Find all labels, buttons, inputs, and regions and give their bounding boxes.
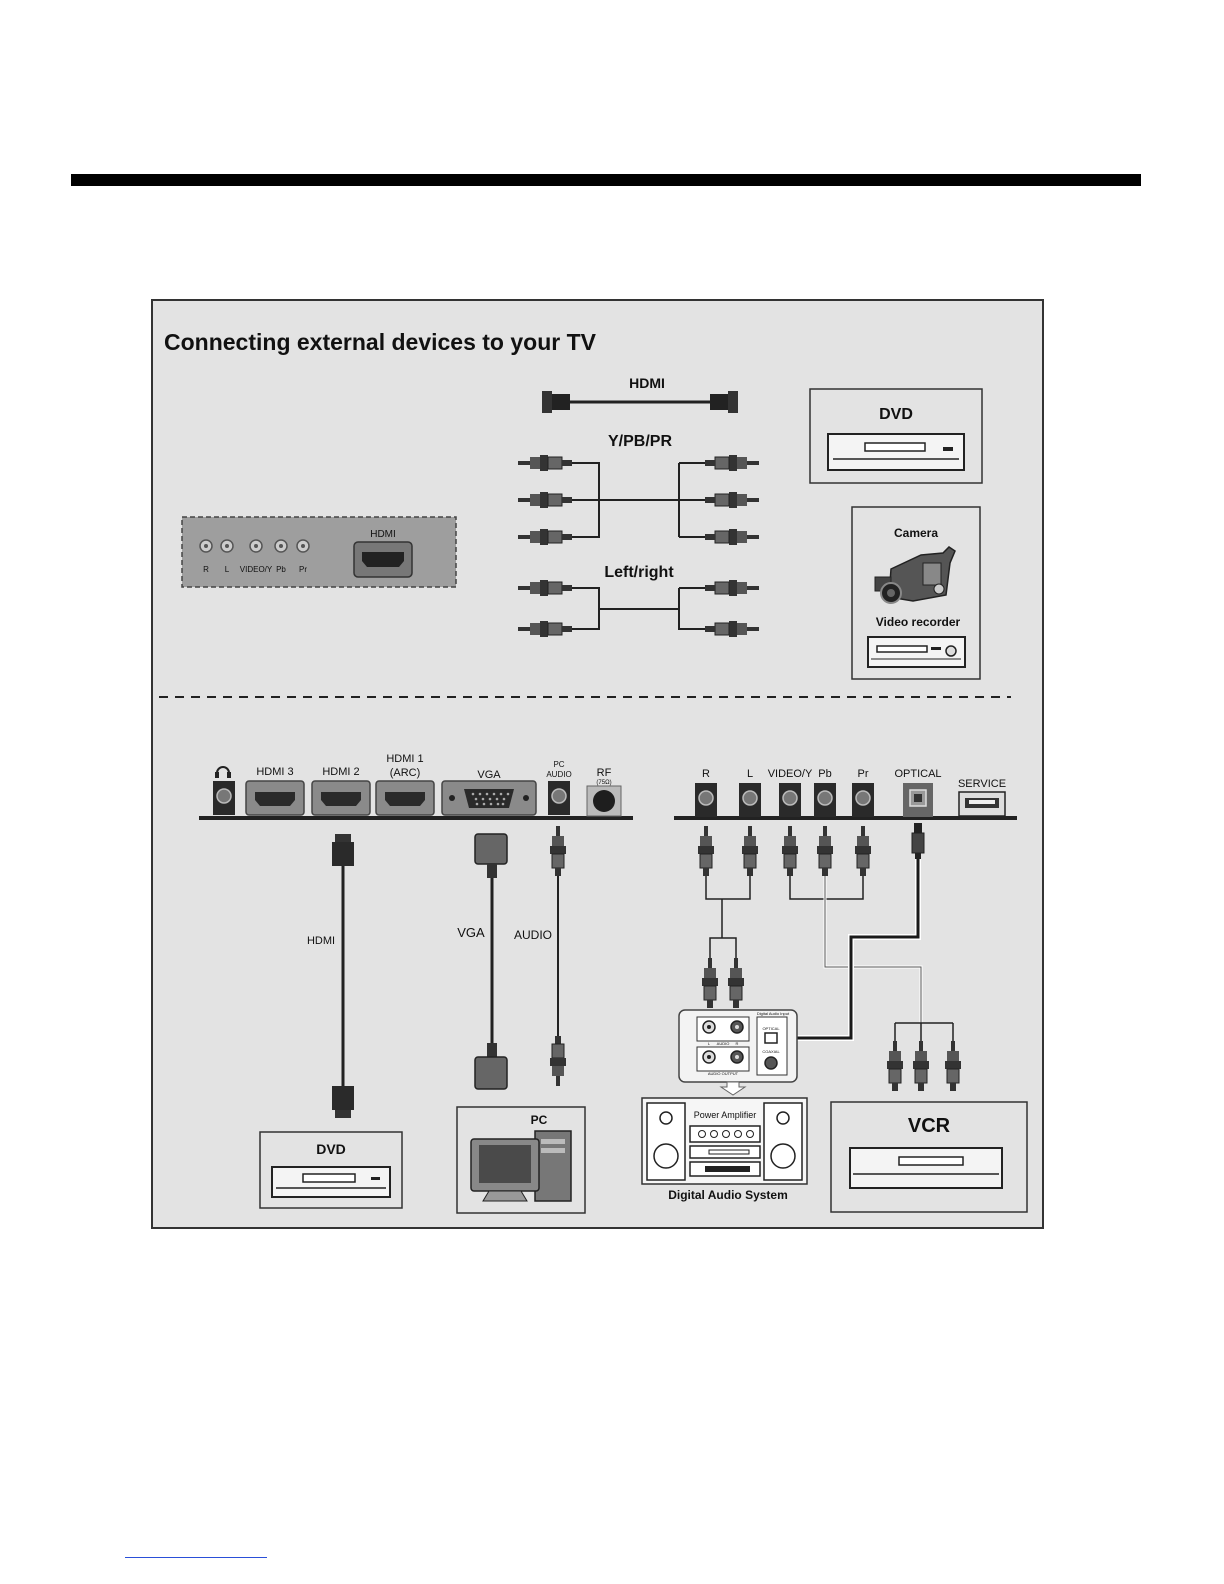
port-label-optical: OPTICAL [894, 768, 941, 780]
audio-box-digital-input-label: Digital Audio Input [757, 1011, 790, 1016]
digital-audio-system-label: Digital Audio System [668, 1188, 788, 1202]
port-label-rf-impedance: (75Ω) [596, 780, 611, 786]
left-right-cable [517, 579, 760, 638]
port-label-r: R [702, 768, 710, 780]
pc-device: PC [456, 1106, 586, 1214]
audio-box-output-label: AUDIO OUTPUT [708, 1071, 739, 1076]
audio-box-l-label: L [708, 1041, 711, 1046]
dvd-label-bottom: DVD [316, 1141, 346, 1157]
service-usb-port [958, 791, 1006, 817]
vcr-device: VCR [830, 1101, 1028, 1213]
port-label-hdmi3: HDMI 3 [256, 766, 293, 778]
jack-label-video-y: VIDEO/Y [240, 565, 273, 574]
hdmi-cable-top [542, 391, 738, 413]
camera-label: Camera [894, 526, 938, 540]
vga-cable-label: VGA [457, 925, 485, 940]
pc-audio-cable [549, 825, 567, 1087]
pc-label: PC [531, 1113, 548, 1127]
port-label-hdmi1: HDMI 1 [386, 753, 423, 765]
audio-box-optical-label: OPTICAL [762, 1026, 780, 1031]
footer-link-underline [125, 1557, 267, 1558]
optical-port [903, 783, 933, 817]
port-label-rf: RF [597, 767, 612, 779]
audio-cable-label: AUDIO [514, 928, 552, 942]
port-label-pc: PC [553, 760, 564, 769]
video-recorder-label: Video recorder [876, 615, 961, 629]
vga-port [441, 780, 537, 816]
jack-label-pb: Pb [276, 565, 286, 574]
port-label-pb: Pb [818, 768, 831, 780]
hdmi-cable-label: HDMI [629, 375, 665, 391]
digital-audio-system: Power Amplifier [641, 1097, 808, 1185]
headphone-icon [215, 766, 231, 778]
power-amplifier-label: Power Amplifier [694, 1110, 757, 1120]
hdmi-cable-bottom-label: HDMI [307, 935, 335, 947]
dvd-device-bottom: DVD [259, 1131, 403, 1209]
vcr-icon [849, 1147, 1003, 1189]
port-label-video-y: VIDEO/Y [768, 768, 813, 780]
jack-label-r: R [203, 565, 209, 574]
ypbpr-cable [517, 454, 760, 546]
camera-recorder-device: Camera Video recorder [851, 506, 981, 680]
optical-cable [780, 823, 925, 1045]
port-label-vga: VGA [477, 769, 501, 781]
tv-panel-hdmi-label: HDMI [370, 529, 396, 540]
left-port-strip [199, 766, 633, 820]
connection-diagram-panel: Connecting external devices to your TV R… [151, 299, 1044, 1229]
audio-box-audio-label: AUDIO [717, 1041, 730, 1046]
vcr-label: VCR [908, 1115, 951, 1137]
hdmi-cable-bottom [332, 834, 354, 1118]
port-label-service: SERVICE [958, 778, 1006, 790]
video-recorder-icon [867, 636, 966, 668]
port-label-hdmi2: HDMI 2 [322, 766, 359, 778]
left-right-cable-label: Left/right [604, 564, 674, 581]
jack-label-pr: Pr [299, 565, 307, 574]
computer-icon [470, 1130, 572, 1202]
digital-audio-input-box: Digital Audio Input OPTICAL COAXIAL L AU… [678, 1009, 798, 1096]
camera-icon [874, 546, 956, 604]
dvd-device-top: DVD [809, 388, 983, 484]
ypbpr-cable-label: Y/PB/PR [608, 433, 672, 450]
top-rule [71, 174, 1141, 186]
tv-side-panel: R L VIDEO/Y Pb Pr HDMI [181, 516, 457, 588]
tv-rca-cables [697, 825, 954, 1041]
dvd-label-top: DVD [879, 406, 913, 423]
port-label-pc-audio: AUDIO [546, 770, 571, 779]
jack-label-l: L [225, 565, 230, 574]
port-label-pr: Pr [858, 768, 869, 780]
right-port-strip [674, 782, 1017, 820]
vga-cable [474, 833, 508, 1090]
audio-box-coaxial-label: COAXIAL [762, 1049, 780, 1054]
audio-box-r-label: R [736, 1041, 739, 1046]
connection-diagram: Connecting external devices to your TV R… [159, 329, 1028, 1214]
diagram-title: Connecting external devices to your TV [164, 329, 597, 355]
port-label-hdmi1-arc: (ARC) [390, 767, 421, 779]
port-label-l: L [747, 768, 753, 780]
